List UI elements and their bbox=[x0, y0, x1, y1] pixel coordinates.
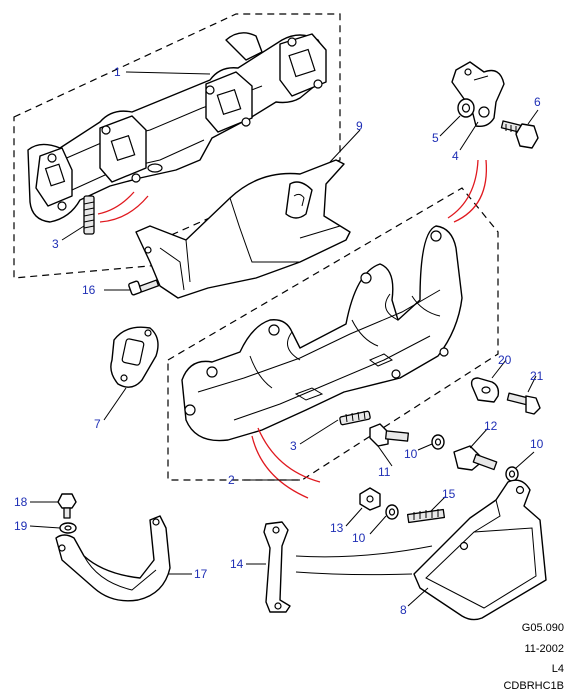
assembly-arc-right bbox=[447, 159, 479, 219]
callout-1: 1 bbox=[114, 65, 121, 79]
leader-9 bbox=[329, 129, 361, 163]
bracket-bolt bbox=[500, 120, 539, 149]
stud-15 bbox=[406, 508, 446, 524]
assembly-arc-left-2 bbox=[99, 195, 149, 223]
assembly-arc-lower bbox=[257, 427, 321, 483]
figure-code: G05.090 bbox=[521, 622, 564, 634]
spacer-bolt bbox=[506, 392, 541, 415]
callout-3-upper: 3 bbox=[52, 237, 59, 251]
callout-12: 12 bbox=[484, 419, 498, 433]
group-outline-lower bbox=[167, 187, 499, 481]
leader-10c bbox=[369, 515, 387, 535]
manifold-stud-lower bbox=[339, 410, 371, 426]
washer-10-c bbox=[385, 504, 399, 520]
shield-screw bbox=[57, 493, 77, 519]
nut bbox=[359, 487, 381, 511]
washer-10-b bbox=[505, 466, 519, 482]
mounting-strap bbox=[263, 521, 291, 613]
assembly-arc-right-2 bbox=[453, 159, 488, 223]
manifold-stud-upper bbox=[83, 195, 95, 235]
upper-exhaust-manifold bbox=[27, 32, 327, 223]
leader-4 bbox=[459, 121, 479, 151]
callout-4: 4 bbox=[452, 149, 459, 163]
leader-21 bbox=[527, 375, 537, 393]
leader-3a bbox=[61, 225, 85, 241]
callout-10-a: 10 bbox=[404, 447, 418, 461]
callout-17: 17 bbox=[194, 567, 208, 581]
callout-2: 2 bbox=[228, 473, 235, 487]
spacer-stud bbox=[453, 445, 498, 471]
leader-5 bbox=[439, 115, 461, 137]
callout-6: 6 bbox=[534, 95, 541, 109]
leader-7 bbox=[103, 387, 127, 421]
variant-code: L4 bbox=[551, 663, 564, 675]
heat-shield-screw bbox=[128, 279, 160, 296]
assembly-arc-left bbox=[97, 191, 135, 215]
callout-16: 16 bbox=[82, 283, 96, 297]
spacer bbox=[470, 377, 500, 403]
strap-guide-line-lower bbox=[295, 571, 413, 576]
callout-7: 7 bbox=[94, 417, 101, 431]
drawing-id: CDBRHC1B bbox=[503, 680, 564, 692]
callout-15: 15 bbox=[442, 487, 456, 501]
manifold-bracket bbox=[451, 61, 505, 128]
leader-11 bbox=[377, 445, 393, 467]
heat-shield-bracket bbox=[413, 479, 547, 621]
callout-10-c: 10 bbox=[352, 531, 366, 545]
leader-19 bbox=[29, 525, 61, 529]
callout-9: 9 bbox=[356, 119, 363, 133]
callout-19: 19 bbox=[14, 519, 28, 533]
lower-heat-shield bbox=[55, 515, 171, 602]
callout-8: 8 bbox=[400, 603, 407, 617]
leader-20 bbox=[491, 359, 507, 379]
callout-14: 14 bbox=[230, 557, 244, 571]
heat-shield bbox=[135, 159, 351, 299]
manifold-gasket bbox=[110, 326, 159, 388]
leader-10a bbox=[417, 443, 433, 451]
leader-12 bbox=[469, 427, 489, 449]
lower-exhaust-manifold bbox=[181, 225, 463, 442]
shield-washer bbox=[59, 522, 77, 534]
callout-10-b: 10 bbox=[530, 437, 544, 451]
callout-11: 11 bbox=[378, 465, 391, 479]
revision-date: 11-2002 bbox=[524, 643, 564, 655]
leader-3b bbox=[299, 419, 339, 445]
leader-15 bbox=[429, 495, 447, 513]
callout-21: 21 bbox=[530, 369, 544, 383]
leader-1 bbox=[125, 71, 211, 75]
leader-8 bbox=[407, 587, 429, 607]
callout-20: 20 bbox=[498, 353, 512, 367]
callout-5: 5 bbox=[432, 131, 439, 145]
leader-10b bbox=[515, 451, 535, 469]
callout-13: 13 bbox=[330, 521, 344, 535]
bolt-11 bbox=[369, 423, 410, 447]
washer-10-a bbox=[431, 434, 445, 450]
bracket-washer bbox=[457, 98, 475, 118]
strap-guide-line-upper bbox=[295, 545, 433, 558]
leader-6 bbox=[527, 109, 539, 125]
callout-3-lower: 3 bbox=[290, 439, 297, 453]
assembly-arc-lower-2 bbox=[251, 435, 309, 499]
callout-18: 18 bbox=[14, 495, 28, 509]
leader-13 bbox=[345, 507, 363, 527]
